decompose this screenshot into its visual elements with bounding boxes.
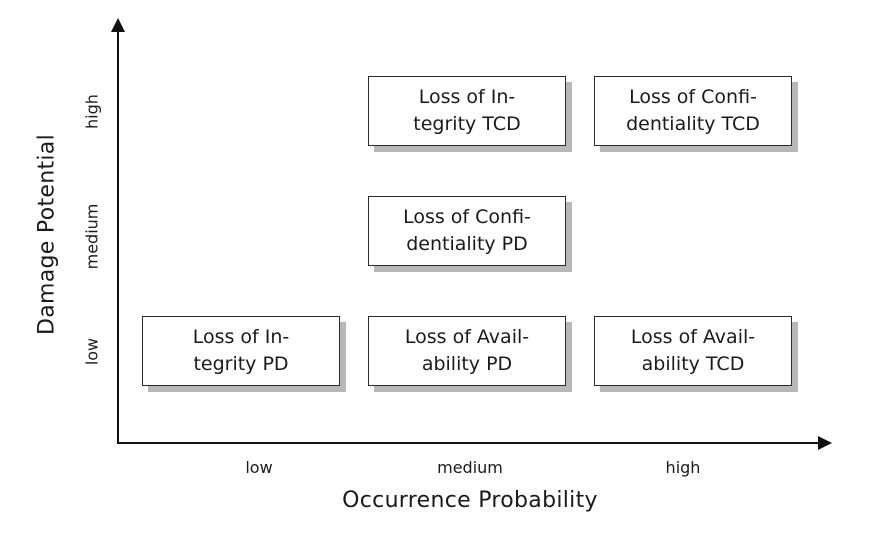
- risk-cell-line-2: ability PD: [421, 353, 513, 375]
- risk-cell-line-1: Loss of Avail-: [404, 326, 530, 349]
- risk-cell-line-2: dentiality PD: [406, 233, 528, 255]
- risk-cell-line-1: Loss of In-: [418, 86, 516, 109]
- y-tick-label-medium: medium: [82, 203, 102, 270]
- x-axis-arrow-icon: [818, 436, 832, 450]
- risk-cell-confidentiality-tcd[interactable]: Loss of Confi- dentiality TCD: [594, 76, 792, 146]
- risk-cell-availability-pd[interactable]: Loss of Avail- ability PD: [368, 316, 566, 386]
- risk-cell-confidentiality-pd[interactable]: Loss of Confi- dentiality PD: [368, 196, 566, 266]
- x-tick-label-low: low: [245, 458, 273, 477]
- risk-cell-integrity-tcd[interactable]: Loss of In- tegrity TCD: [368, 76, 566, 146]
- risk-cell-line-1: Loss of Avail-: [630, 326, 756, 349]
- risk-cell-line-2: ability TCD: [641, 353, 745, 375]
- y-tick-label-high: high: [82, 94, 102, 129]
- risk-cell-line-1: Loss of Confi-: [403, 206, 531, 229]
- y-axis-title: Damage Potential: [34, 134, 60, 336]
- risk-cell-integrity-pd[interactable]: Loss of In- tegrity PD: [142, 316, 340, 386]
- risk-cell-line-2: tegrity PD: [193, 353, 289, 375]
- risk-cell-availability-tcd[interactable]: Loss of Avail- ability TCD: [594, 316, 792, 386]
- risk-cell-line-1: Loss of In-: [192, 326, 290, 349]
- risk-cell-line-1: Loss of Confi-: [629, 86, 757, 109]
- x-axis-title: Occurrence Probability: [342, 488, 598, 513]
- y-axis-line: [117, 30, 119, 444]
- risk-cell-line-2: tegrity TCD: [413, 113, 521, 135]
- x-tick-label-high: high: [665, 458, 701, 477]
- x-axis-line: [117, 442, 822, 444]
- risk-cell-line-2: dentiality TCD: [626, 113, 760, 135]
- x-tick-label-medium: medium: [437, 458, 503, 477]
- y-tick-label-low: low: [82, 337, 102, 366]
- y-axis-arrow-icon: [111, 18, 125, 32]
